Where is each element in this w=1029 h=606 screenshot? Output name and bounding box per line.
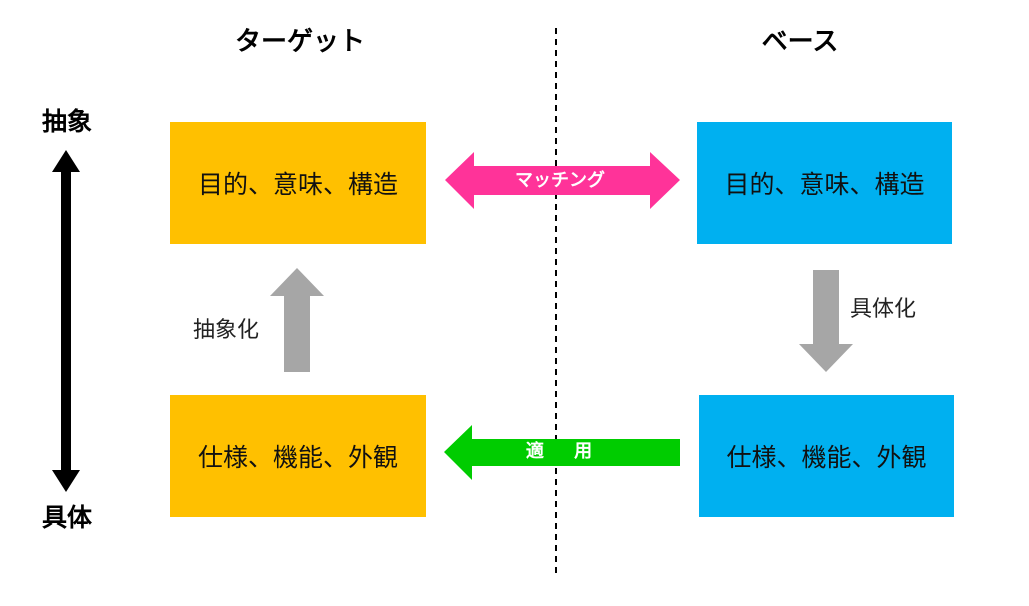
abstraction-label: 抽象化 xyxy=(193,318,260,343)
target-heading: ターゲット xyxy=(234,27,365,57)
matching-arrow xyxy=(445,152,680,209)
base-heading: ベース xyxy=(761,27,839,57)
target-top-box-text: 目的、意味、構造 xyxy=(197,170,398,199)
apply-arrow xyxy=(444,425,680,480)
base-top-box-bg xyxy=(697,122,952,244)
abstraction-arrow xyxy=(270,268,324,372)
axis-top-label: 抽象 xyxy=(41,107,92,136)
concretization-arrow xyxy=(799,270,853,372)
base-top-box-text: 目的、意味、構造 xyxy=(724,170,925,199)
matching-label: マッチング xyxy=(515,170,605,191)
apply-label: 適 用 xyxy=(525,441,605,462)
target-bottom-box-text: 仕様、機能、外観 xyxy=(197,443,398,472)
base-bottom-box-bg xyxy=(699,395,954,517)
axis-bottom-label: 具体 xyxy=(41,503,92,532)
target-bottom-box-bg xyxy=(170,395,426,517)
base-bottom-box-text: 仕様、機能、外観 xyxy=(726,443,927,472)
abstraction-axis-arrow xyxy=(52,150,80,492)
concretization-label: 具体化 xyxy=(850,297,917,322)
target-top-box-bg xyxy=(170,122,426,244)
